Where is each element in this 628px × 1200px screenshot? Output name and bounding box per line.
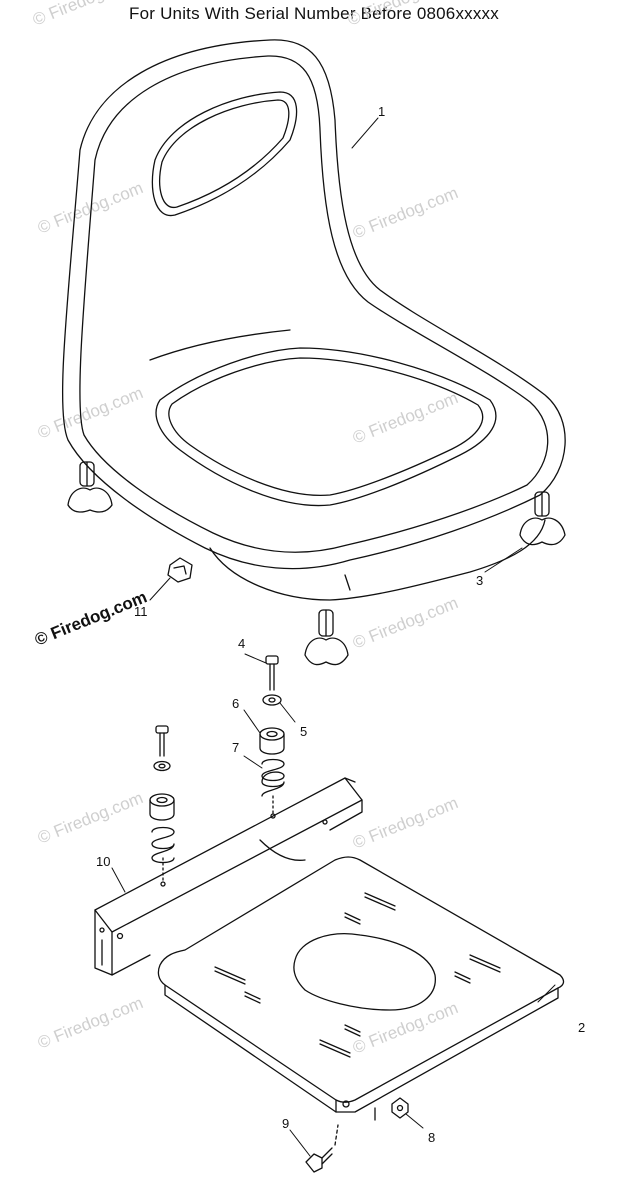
bushing-left <box>149 793 175 821</box>
nut <box>391 1097 409 1119</box>
spring-left <box>151 826 175 881</box>
bushing-center <box>259 727 285 755</box>
callout-2: 2 <box>578 1020 586 1035</box>
seat-knob-left <box>67 461 113 513</box>
callout-5: 5 <box>300 724 308 739</box>
washer-center <box>262 694 282 706</box>
seat-knob-right <box>519 491 566 546</box>
bolt-left <box>155 725 169 757</box>
callout-1: 1 <box>378 104 386 119</box>
callout-7: 7 <box>232 740 240 755</box>
callout-10: 10 <box>96 854 111 869</box>
spring-center <box>261 758 285 817</box>
mounting-bracket <box>94 777 363 976</box>
seat-knob-bottom <box>304 609 349 666</box>
seat <box>61 39 566 601</box>
flange-bolt <box>305 1124 339 1173</box>
page-title: For Units With Serial Number Before 0806… <box>129 4 499 23</box>
washer-left <box>153 760 171 772</box>
clip <box>167 557 193 583</box>
callout-3: 3 <box>476 573 484 588</box>
bolt-center <box>265 655 279 691</box>
callout-6: 6 <box>232 696 240 711</box>
callout-9: 9 <box>282 1116 290 1131</box>
leader-lines <box>111 117 556 1157</box>
base-plate <box>157 856 565 1121</box>
callout-11: 11 <box>134 604 148 619</box>
callout-8: 8 <box>428 1130 436 1145</box>
callout-4: 4 <box>238 636 246 651</box>
